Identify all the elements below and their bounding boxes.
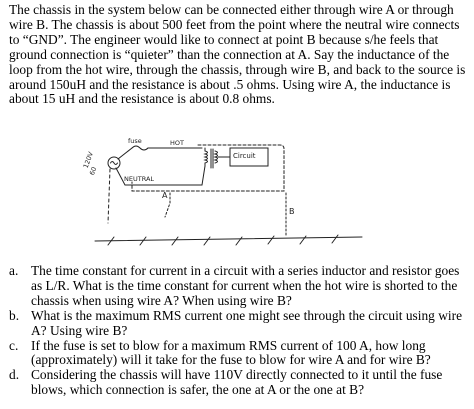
circuit-diagram: fuse HOT NEUTRAL 120V 60 Circuit A B xyxy=(70,135,370,257)
sine-wave-icon xyxy=(110,161,118,165)
question-label: a. xyxy=(9,263,19,278)
neutral-wire xyxy=(115,165,206,186)
point-a-label: A xyxy=(162,191,168,200)
hot-label: HOT xyxy=(170,139,184,147)
question-text: The time constant for current in a circu… xyxy=(31,263,460,308)
ground-lead xyxy=(107,168,111,224)
ground-hatch-icon xyxy=(107,234,339,246)
fuse-label: fuse xyxy=(128,137,142,145)
earth-ground-line xyxy=(94,236,363,242)
question-text: If the fuse is set to blow for a maximum… xyxy=(31,337,431,368)
hot-wire-lead xyxy=(117,147,133,160)
question-item: c. If the fuse is set to blow for a maxi… xyxy=(9,337,471,369)
question-text: Considering the chassis will have 110V d… xyxy=(31,367,443,398)
chassis-outline xyxy=(131,144,285,192)
circuit-label: Circuit xyxy=(233,152,256,160)
secondary-coil-icon xyxy=(213,150,218,164)
question-label: b. xyxy=(9,307,20,323)
neutral-label: NEUTRAL xyxy=(124,175,155,183)
wire-a xyxy=(164,192,171,218)
primary-coil-icon xyxy=(203,147,208,167)
question-item: a. The time constant for current in a ci… xyxy=(9,263,471,309)
circuit-sketch xyxy=(94,144,363,246)
point-b-label: B xyxy=(289,207,295,216)
circuit-box xyxy=(229,147,269,167)
question-text: What is the maximum RMS current one migh… xyxy=(31,307,463,338)
question-item: b. What is the maximum RMS current one m… xyxy=(9,307,471,339)
question-label: c. xyxy=(9,337,19,353)
question-item: d. Considering the chassis will have 110… xyxy=(9,367,471,398)
fuse-symbol xyxy=(131,145,149,151)
problem-intro: The chassis in the system below can be c… xyxy=(9,2,466,107)
question-label: d. xyxy=(9,367,20,383)
voltage-source-symbol xyxy=(107,156,121,170)
question-list: a. The time constant for current in a ci… xyxy=(9,263,471,398)
